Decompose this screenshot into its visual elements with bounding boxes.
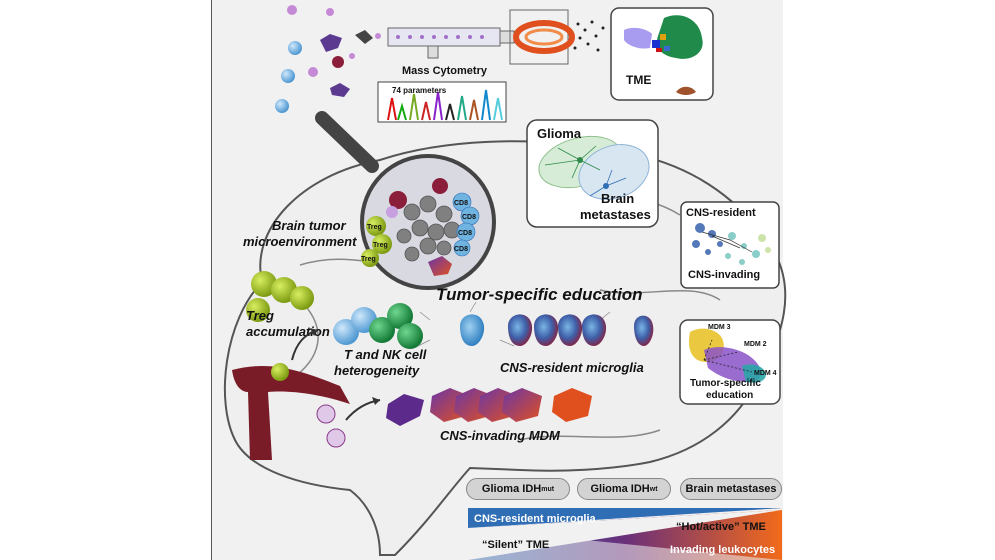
cns-box: CNS-resident CNS-invading	[680, 201, 780, 289]
cns-invading-label: CNS-invading	[688, 269, 760, 281]
tumor-specific-education-title: Tumor-specific education	[436, 285, 643, 304]
cd8-label-3: CD8	[458, 230, 472, 237]
treg-label-2: Treg	[373, 242, 388, 249]
cd8-label-2: CD8	[462, 214, 476, 221]
hot-tme-label: “Hot/active” TME	[676, 521, 766, 533]
glioma-wt-sup: wt	[649, 485, 658, 493]
brain-metastases-label-2: metastases	[580, 207, 651, 222]
treg-cluster	[246, 271, 314, 322]
brain-tumor-label-1: Brain tumor	[272, 218, 347, 233]
tnk-cluster	[333, 303, 423, 349]
mdm-education-label-2: education	[706, 390, 753, 401]
brain-metastases-label-1: Brain	[601, 191, 634, 206]
tme-label: TME	[626, 73, 651, 87]
cd8-label-4: CD8	[454, 246, 468, 253]
brain-metastases-pill: Brain metastases	[680, 478, 782, 500]
mdm-education-label-1: Tumor-specific	[690, 378, 761, 389]
mdm2-label: MDM 2	[744, 341, 767, 348]
cns-resident-microglia-label: CNS-resident microglia	[500, 360, 644, 375]
treg-label-line2: accumulation	[246, 324, 330, 339]
tme-gradient-bar: CNS-resident microglia Invading leukocyt…	[468, 508, 782, 560]
glioma-label: Glioma	[537, 126, 582, 141]
tnk-label-line2: heterogeneity	[334, 363, 420, 378]
cns-resident-label: CNS-resident	[686, 207, 756, 219]
microglia-row	[417, 301, 654, 347]
mdm3-label: MDM 3	[708, 324, 731, 331]
mdm-row	[386, 388, 592, 426]
silent-tme-label: “Silent” TME	[482, 539, 549, 551]
cns-invading-mdm-label: CNS-invading MDM	[440, 428, 561, 443]
brain-tumor-label-2: microenvironment	[243, 234, 357, 249]
tnk-label-line1: T and NK cell	[344, 347, 427, 362]
mass-cytometry-section: Mass Cytometry 74 parameters	[275, 5, 605, 123]
cd8-label-1: CD8	[454, 200, 468, 207]
panel-border	[211, 0, 212, 560]
mass-cytometry-label: Mass Cytometry	[402, 65, 488, 77]
mdm4-label: MDM 4	[754, 370, 777, 377]
treg-label-1: Treg	[367, 224, 382, 231]
glioma-mut-sup: mut	[541, 485, 555, 493]
glioma-metastases-box: Glioma Brain metastases	[526, 119, 659, 228]
treg-label-3: Treg	[361, 256, 376, 263]
gradient-top-label: CNS-resident microglia	[474, 513, 597, 525]
gradient-bottom-label: Invading leukocytes	[670, 544, 775, 556]
magnifier-icon: CD8 CD8 CD8 CD8 Treg Treg Treg	[315, 111, 496, 290]
treg-label-line1: Treg	[246, 308, 274, 323]
mdm-box: MDM 3 MDM 2 MDM 4 Tumor-specific educati…	[679, 319, 781, 405]
glioma-wt-text: Glioma IDH	[590, 483, 650, 495]
blood-vessel	[232, 328, 381, 460]
tme-box: TME	[610, 7, 714, 101]
parameters-label: 74 parameters	[392, 86, 447, 95]
glioma-mut-text: Glioma IDH	[481, 483, 542, 495]
brain-metastases-text: Brain metastases	[685, 483, 777, 495]
plasma-torch-icon	[509, 9, 575, 65]
